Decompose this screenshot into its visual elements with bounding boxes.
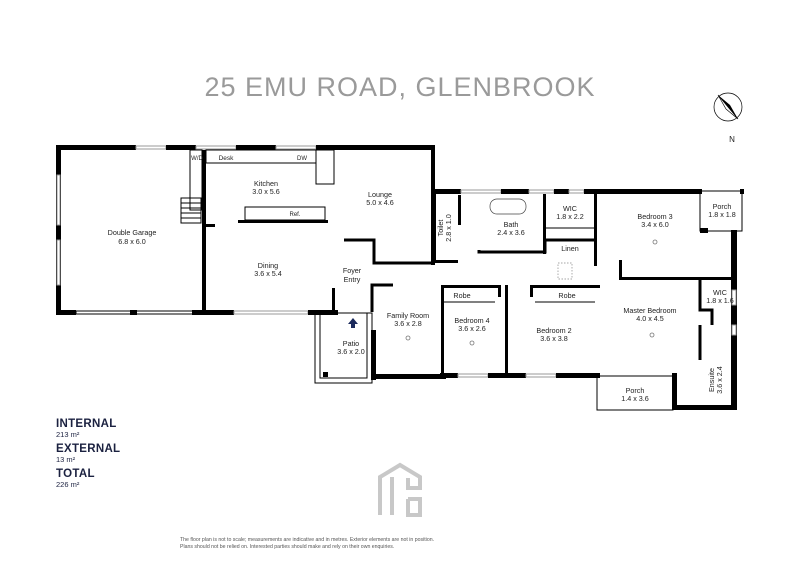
area-label: INTERNAL <box>56 418 117 430</box>
room-robe2-name: Robe <box>558 291 575 300</box>
area-value: 226 m² <box>56 480 80 489</box>
disclaimer-line: Plans should not be relied on. Intereste… <box>180 544 395 550</box>
compass-north-label: N <box>729 135 735 144</box>
room-dining-dims: 3.6 x 5.4 <box>254 269 282 278</box>
room-porch2-name: Porch <box>626 386 645 395</box>
fixture-ref: Ref. <box>289 212 300 218</box>
room-bed3-name: Bedroom 3 <box>637 212 672 221</box>
room-master-dims: 4.0 x 4.5 <box>636 314 664 323</box>
room-foyer-dims: Entry <box>344 275 361 284</box>
area-internal: INTERNAL 213 m² <box>56 418 117 439</box>
room-garage-dims: 6.8 x 6.0 <box>118 237 146 246</box>
fixture-desk: Desk <box>219 155 235 162</box>
room-wic2-name: WIC <box>713 288 727 297</box>
room-patio-dims: 3.6 x 2.0 <box>337 347 365 356</box>
compass-icon: N <box>713 92 743 144</box>
room-bed2-name: Bedroom 2 <box>536 326 571 335</box>
room-wic1-dims: 1.8 x 2.2 <box>556 212 584 221</box>
room-linen-name: Linen <box>561 244 579 253</box>
stairs-icon <box>180 197 202 224</box>
room-bed4-name: Bedroom 4 <box>454 316 489 325</box>
room-wic2-dims: 1.8 x 1.6 <box>706 296 734 305</box>
room-bed4-dims: 3.6 x 2.6 <box>458 324 486 333</box>
fixture-wd: W/D <box>191 156 203 162</box>
room-porch1-name: Porch <box>713 202 732 211</box>
room-bed2-dims: 3.6 x 3.8 <box>540 334 568 343</box>
room-wic1-name: WIC <box>563 204 577 213</box>
area-value: 213 m² <box>56 430 80 439</box>
room-toilet-name: Toilet <box>436 220 445 237</box>
room-kitchen-dims: 3.0 x 5.6 <box>252 187 280 196</box>
page-title: 25 EMU ROAD, GLENBROOK <box>204 72 596 102</box>
room-master-name: Master Bedroom <box>623 306 676 315</box>
bathtub-icon <box>489 198 527 215</box>
room-toilet-dims: 2.8 x 1.0 <box>444 214 453 242</box>
disclaimer-line: The floor plan is not to scale; measurem… <box>180 537 435 543</box>
walls <box>56 145 744 411</box>
room-patio-name: Patio <box>343 339 359 348</box>
ceiling-fan-icon <box>405 239 658 346</box>
room-foyer-name: Foyer <box>343 266 362 275</box>
entry-arrow-icon <box>348 318 358 328</box>
area-value: 13 m² <box>56 455 76 464</box>
room-family-dims: 3.6 x 2.8 <box>394 319 422 328</box>
brand-logo <box>378 462 422 517</box>
attic-hatch <box>557 262 573 280</box>
room-lounge-dims: 5.0 x 4.6 <box>366 198 394 207</box>
fixture-dw: DW <box>297 156 307 162</box>
room-bath-name: Bath <box>504 220 519 229</box>
room-garage-name: Double Garage <box>108 228 157 237</box>
room-robe1-name: Robe <box>453 291 470 300</box>
room-bath-dims: 2.4 x 3.6 <box>497 228 525 237</box>
room-dining-name: Dining <box>258 261 278 270</box>
area-total: TOTAL 226 m² <box>56 468 95 489</box>
area-label: TOTAL <box>56 468 95 480</box>
room-lounge-name: Lounge <box>368 190 392 199</box>
area-label: EXTERNAL <box>56 443 121 455</box>
room-ensuite-name: Ensuite <box>707 368 716 392</box>
room-porch1-dims: 1.8 x 1.8 <box>708 210 736 219</box>
room-bed3-dims: 3.4 x 6.0 <box>641 220 669 229</box>
room-porch2-dims: 1.4 x 3.6 <box>621 394 649 403</box>
room-family-name: Family Room <box>387 311 429 320</box>
area-external: EXTERNAL 13 m² <box>56 443 120 464</box>
disclaimer: The floor plan is not to scale; measurem… <box>180 537 434 551</box>
room-labels: Double Garage 6.8 x 6.0 Kitchen 3.0 x 5.… <box>108 155 736 403</box>
room-ensuite-dims: 3.6 x 2.4 <box>715 366 724 394</box>
room-kitchen-name: Kitchen <box>254 179 278 188</box>
